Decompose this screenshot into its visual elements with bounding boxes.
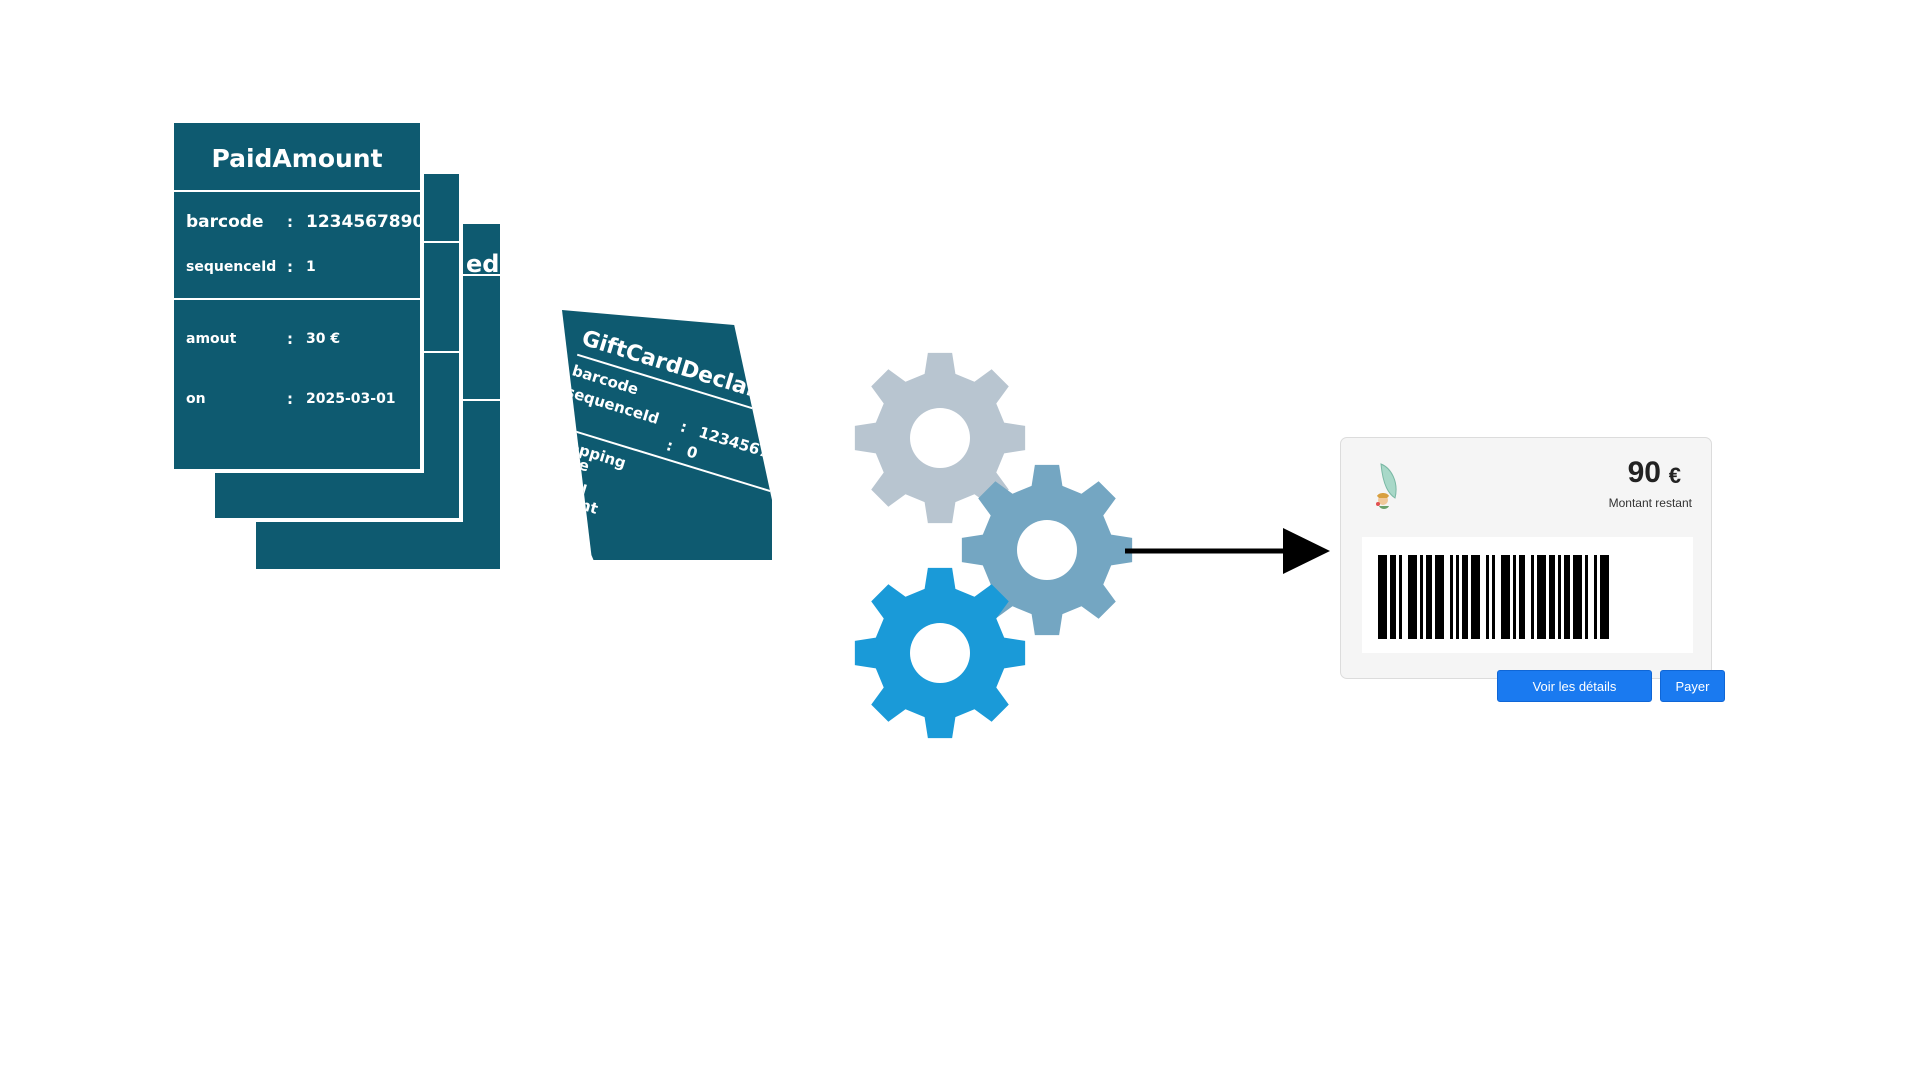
gift-card-amount: 90 <box>1627 456 1661 489</box>
event-card-front: PaidAmount barcode : 1234567890 sequence… <box>174 123 424 473</box>
barcode-bar <box>1558 555 1561 639</box>
skewed-field-value: 0 <box>684 442 700 463</box>
card-separator <box>174 190 420 192</box>
barcode-bar <box>1426 555 1432 639</box>
field-label-barcode: barcode <box>186 212 264 232</box>
barcode-bar <box>1456 555 1459 639</box>
gear-hole <box>1017 520 1077 580</box>
pay-button[interactable]: Payer <box>1660 670 1725 702</box>
barcode-bar <box>1399 555 1402 639</box>
field-value-barcode: 1234567890 <box>306 212 425 232</box>
gear-hole <box>910 623 970 683</box>
card-title: PaidAmount <box>211 144 383 173</box>
gift-card-currency: € <box>1668 463 1681 488</box>
field-value-amount: 30 € <box>306 331 341 347</box>
field-colon: : <box>664 436 676 456</box>
gear-teeth <box>854 567 1026 739</box>
gear-icon-blue <box>854 567 1026 739</box>
barcode-bar <box>1378 555 1387 639</box>
field-value-sequenceid: 1 <box>306 259 316 275</box>
card-peek-title: ed <box>466 250 500 278</box>
gear-hole <box>910 408 970 468</box>
field-label-amount: amout <box>186 331 237 347</box>
event-card-giftcard-declared: GiftCardDeclared barcode sequenceId : 12… <box>562 310 772 560</box>
gear-icon-steel <box>961 464 1133 636</box>
gift-card: 90 € Montant restant <box>1340 437 1712 679</box>
field-label-sequenceid: sequenceId <box>186 259 277 275</box>
barcode-bar <box>1537 555 1546 639</box>
field-colon: : <box>287 213 293 231</box>
arrow-right-icon <box>1125 528 1330 574</box>
barcode-bar <box>1435 555 1444 639</box>
barcode-bar <box>1486 555 1489 639</box>
view-details-button[interactable]: Voir les détails <box>1497 670 1652 702</box>
barcode-bar <box>1594 555 1597 639</box>
barcode-bar <box>1462 555 1468 639</box>
barcode-bar <box>1492 555 1495 639</box>
barcode-bar <box>1450 555 1453 639</box>
field-value-on: 2025-03-01 <box>306 391 396 407</box>
barcode-bar <box>1501 555 1510 639</box>
field-colon: : <box>287 258 293 276</box>
arrow-head <box>1283 528 1330 574</box>
brand-logo-icon <box>1376 463 1397 509</box>
card-separator <box>174 298 420 300</box>
barcode-bar <box>1420 555 1423 639</box>
field-colon: : <box>287 330 293 348</box>
barcode-bar <box>1513 555 1516 639</box>
barcode-bar <box>1573 555 1582 639</box>
field-label-on: on <box>186 391 206 407</box>
barcode-bar <box>1531 555 1534 639</box>
field-colon: : <box>287 390 293 408</box>
barcode-box <box>1362 537 1693 653</box>
barcode-bar <box>1519 555 1525 639</box>
gift-card-remaining-label: Montant restant <box>1608 496 1692 510</box>
gear-teeth <box>854 352 1026 524</box>
gear-icon-gray <box>854 352 1026 524</box>
barcode-bar <box>1585 555 1588 639</box>
barcode-bar <box>1408 555 1417 639</box>
barcode-bar <box>1564 555 1570 639</box>
gear-teeth <box>961 464 1133 636</box>
barcode-bar <box>1600 555 1609 639</box>
barcode-bar <box>1390 555 1396 639</box>
barcode-icon <box>1378 555 1609 639</box>
barcode-bar <box>1471 555 1480 639</box>
field-colon: : <box>678 417 690 437</box>
barcode-bar <box>1549 555 1555 639</box>
